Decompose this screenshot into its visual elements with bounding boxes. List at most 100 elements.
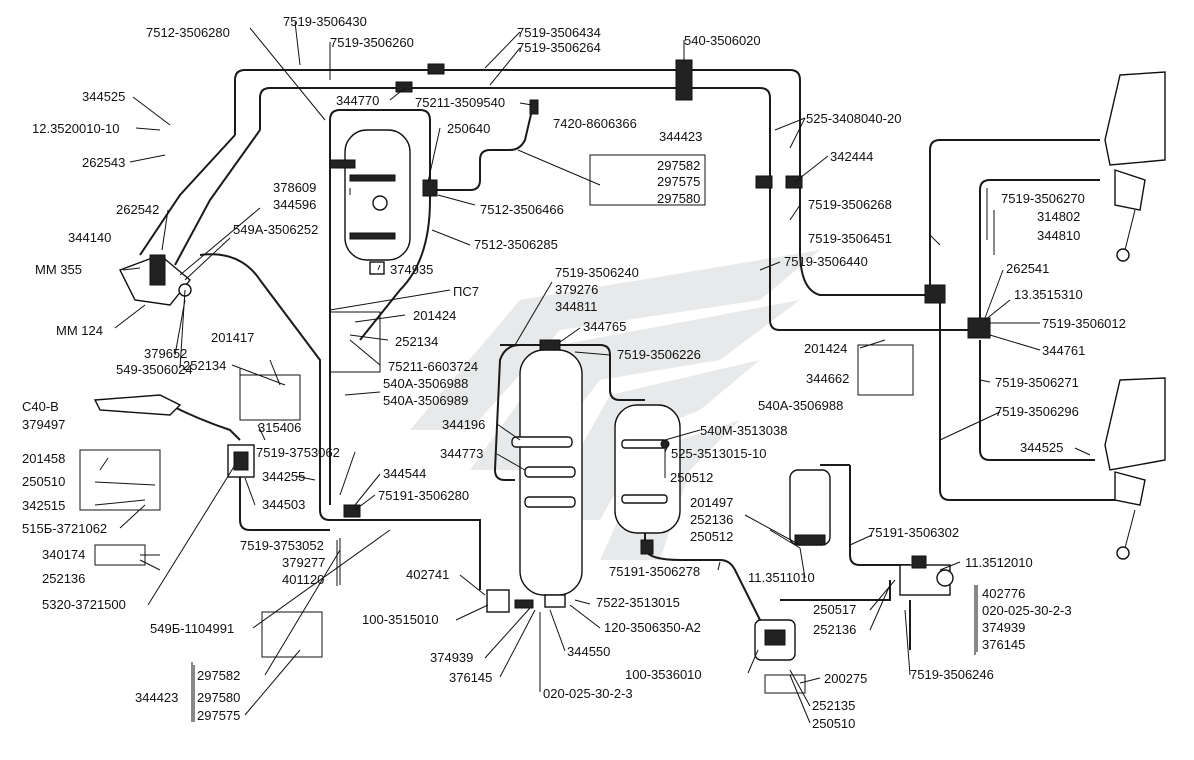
label-340174: 340174 [42, 547, 85, 562]
dryer-unit [789, 469, 831, 546]
label-75191-3506278: 75191-3506278 [609, 564, 700, 579]
compressor-group [119, 254, 192, 306]
label-342515: 342515 [22, 498, 65, 513]
label-13-3515310: 13.3515310 [1014, 287, 1083, 302]
label-344525-a: 344525 [82, 89, 125, 104]
label-262542: 262542 [116, 202, 159, 217]
label-402741: 402741 [406, 567, 449, 582]
label-252136-a: 252136 [690, 512, 733, 527]
protection-valve [754, 619, 796, 661]
label-brackets [193, 188, 988, 722]
label-344423-b: 344423 [135, 690, 178, 705]
label-344140: 344140 [68, 230, 111, 245]
label-5320-3721500: 5320-3721500 [42, 597, 126, 612]
label-540a-3506988-a: 540A-3506988 [383, 376, 468, 391]
label-201497: 201497 [690, 495, 733, 510]
leader-lines [94, 21, 1091, 724]
fittings [343, 59, 927, 569]
label-250512-b: 250512 [690, 529, 733, 544]
label-549b-1104991: 549Б-1104991 [150, 621, 234, 636]
label-379652: 379652 [144, 346, 187, 361]
label-549-3506024: 549-3506024 [116, 362, 193, 377]
label-344596: 344596 [273, 197, 316, 212]
brake-chamber-lower [1104, 377, 1166, 560]
label-297582-a: 297582 [657, 158, 700, 173]
label-201458: 201458 [22, 451, 65, 466]
label-540a-3506988-b: 540A-3506988 [758, 398, 843, 413]
label-mm355: MM 355 [35, 262, 82, 277]
label-75191-3506280: 75191-3506280 [378, 488, 469, 503]
label-374935: 374935 [390, 262, 433, 277]
label-344255: 344255 [262, 469, 305, 484]
label-344773: 344773 [440, 446, 483, 461]
label-c40b: С40-В [22, 399, 59, 414]
label-540-3506020: 540-3506020 [684, 33, 761, 48]
label-7519-3506451: 7519-3506451 [808, 231, 892, 246]
label-344550: 344550 [567, 644, 610, 659]
label-344196: 344196 [442, 417, 485, 432]
label-374939-b: 374939 [430, 650, 473, 665]
label-549a-3506252: 549A-3506252 [233, 222, 318, 237]
label-7519-3506434: 7519-3506434 [517, 25, 601, 40]
receiver-main [511, 339, 583, 608]
label-250512-a: 250512 [670, 470, 713, 485]
label-315406: 315406 [258, 420, 301, 435]
label-297580-a: 297580 [657, 191, 700, 206]
label-7519-3506012: 7519-3506012 [1042, 316, 1126, 331]
label-344544: 344544 [383, 466, 426, 481]
label-376145-b: 376145 [449, 670, 492, 685]
label-262541: 262541 [1006, 261, 1049, 276]
label-7519-3753052: 7519-3753052 [240, 538, 324, 553]
label-344662: 344662 [806, 371, 849, 386]
label-379276: 379276 [555, 282, 598, 297]
regulator-valve [899, 564, 954, 596]
label-020-025-30-2-3-a: 020-025-30-2-3 [982, 603, 1072, 618]
label-201424-b: 201424 [804, 341, 847, 356]
label-344765: 344765 [583, 319, 626, 334]
label-75191-3506302: 75191-3506302 [868, 525, 959, 540]
label-525-3513015-10: 525-3513015-10 [671, 446, 766, 461]
label-344770: 344770 [336, 93, 379, 108]
label-75211-3509540: 75211-3509540 [415, 95, 505, 110]
label-297580-b: 297580 [197, 690, 240, 705]
label-401120: 401120 [282, 572, 324, 587]
label-5156-3721062: 515Б-3721062 [22, 521, 107, 536]
label-12-3520010-10: 12.3520010-10 [32, 121, 119, 136]
label-344423-a: 344423 [659, 129, 702, 144]
label-120-3506350-a2: 120-3506350-A2 [604, 620, 701, 635]
pedal-valve [93, 394, 182, 416]
label-250517: 250517 [813, 602, 856, 617]
valve-left [227, 444, 255, 478]
label-7420-8606366: 7420-8606366 [553, 116, 637, 131]
label-7519-3506440: 7519-3506440 [784, 254, 868, 269]
label-11-3512010: 11.3512010 [965, 555, 1033, 570]
label-344811: 344811 [555, 299, 597, 314]
label-262543: 262543 [82, 155, 125, 170]
label-201417: 201417 [211, 330, 254, 345]
label-252136-b: 252136 [42, 571, 85, 586]
label-252134-a: 252134 [395, 334, 438, 349]
label-252136-c: 252136 [813, 622, 856, 637]
label-342444: 342444 [830, 149, 873, 164]
receiver-top [329, 129, 411, 275]
label-252135: 252135 [812, 698, 855, 713]
pipelines [139, 69, 1120, 650]
label-7512-3506466: 7512-3506466 [480, 202, 564, 217]
label-020-025-30-2-3-b: 020-025-30-2-3 [543, 686, 633, 701]
label-11-3511010: 11.3511010 [748, 570, 815, 585]
label-7519-3506246: 7519-3506246 [910, 667, 994, 682]
drain-cock [486, 589, 534, 613]
label-297575-b: 297575 [197, 708, 240, 723]
label-250510-a: 250510 [22, 474, 65, 489]
label-7512-3506285: 7512-3506285 [474, 237, 558, 252]
label-100-3536010: 100-3536010 [625, 667, 702, 682]
label-mm124: MM 124 [56, 323, 103, 338]
label-7519-3506430: 7519-3506430 [283, 14, 367, 29]
brake-chamber-upper [1104, 71, 1166, 262]
label-7519-3506226: 7519-3506226 [617, 347, 701, 362]
label-379497: 379497 [22, 417, 65, 432]
label-252134-b: 252134 [183, 358, 226, 373]
label-7519-3506264: 7519-3506264 [517, 40, 601, 55]
